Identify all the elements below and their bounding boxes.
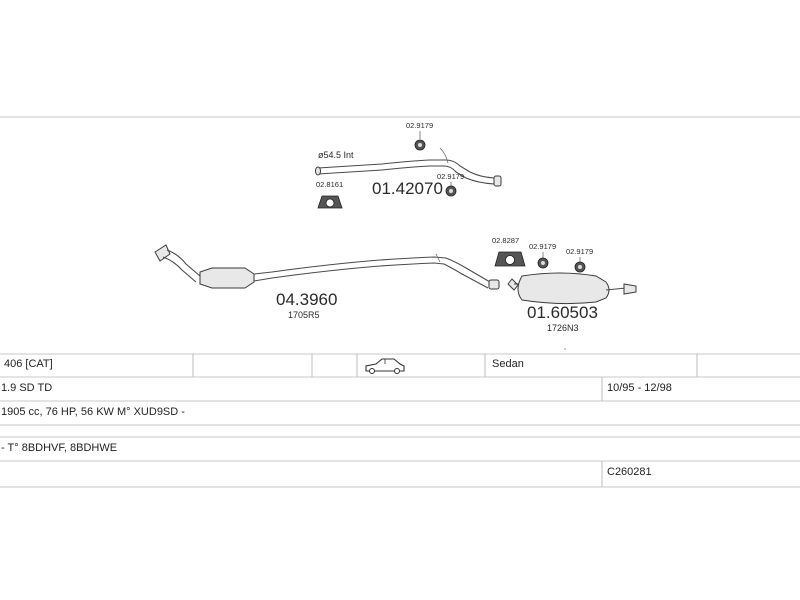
middle-pipe [315, 147, 502, 187]
clamp-mid-right-number: 02.9179 [437, 172, 464, 181]
clamp-rear-2-number: 02.9179 [566, 247, 593, 256]
rear-silencer-number: 01.60503 [527, 303, 598, 322]
rear-silencer [507, 272, 637, 305]
vehicle-spec: 1905 cc, 76 HP, 56 KW M° XUD9SD - [1, 406, 185, 418]
vehicle-model: 406 [CAT] [4, 358, 53, 370]
catalog-code: C260281 [607, 466, 652, 478]
clamp-icon [414, 139, 426, 151]
middle-pipe-note: ø54.5 Int [318, 150, 354, 160]
car-icon [365, 358, 405, 374]
vehicle-body: Sedan [492, 358, 524, 370]
front-pipe-ref: 1705R5 [288, 310, 320, 320]
middle-pipe-number: 01.42070 [372, 179, 443, 198]
clamp-rear-1-number: 02.9179 [529, 242, 556, 251]
mount-mid-number: 02.8161 [316, 180, 343, 189]
clamp-icon [445, 185, 457, 197]
rubber-mount-icon [494, 251, 526, 267]
vehicle-type: - T° 8BDHVF, 8BDHWE [1, 442, 118, 454]
clamp-icon [537, 257, 549, 269]
front-pipe-number: 04.3960 [276, 290, 337, 309]
clamp-icon [574, 261, 586, 273]
vehicle-years: 10/95 - 12/98 [607, 382, 672, 394]
clamp-mid-top-number: 02.9179 [406, 121, 433, 130]
rubber-mount-icon [317, 195, 343, 209]
vehicle-engine: 1.9 SD TD [1, 382, 53, 394]
front-pipe [154, 244, 500, 290]
mount-rear-number: 02.8287 [492, 236, 519, 245]
rear-silencer-ref: 1726N3 [547, 323, 579, 333]
